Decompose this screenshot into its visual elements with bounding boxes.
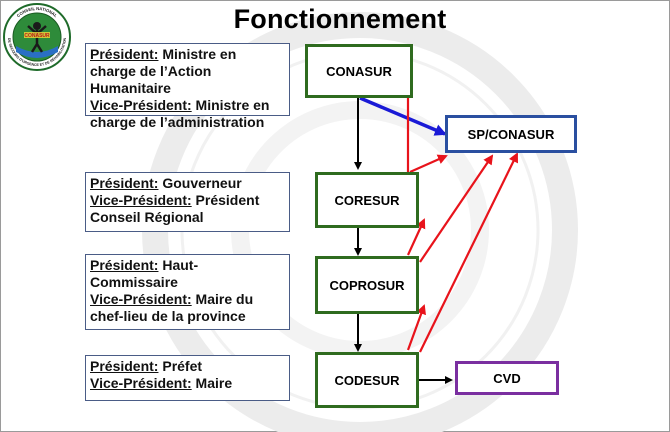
codesur-description: Président: Préfet Vice-Président: Maire [85, 355, 290, 401]
arrow-coprosur-coresur [406, 218, 426, 256]
vice-president-row: Vice-Président: Ministre en charge de l’… [90, 97, 270, 130]
node-coresur: CORESUR [315, 172, 419, 228]
president-row: Président: Ministre en charge de l’Actio… [90, 46, 237, 96]
president-row: Président: Haut-Commissaire [90, 257, 199, 290]
arrow-conasur-sp [359, 96, 447, 136]
node-coprosur: COPROSUR [315, 256, 419, 314]
arrow-coresur-sp [409, 154, 448, 174]
node-codesur: CODESUR [315, 352, 419, 408]
president-row: Président: Préfet [90, 358, 203, 374]
vice-president-row: Vice-Président: Maire [90, 375, 233, 391]
arrow-coprosur-sp [419, 154, 494, 263]
president-row: Président: Gouverneur [90, 175, 242, 191]
slide-title: Fonctionnement [233, 4, 447, 34]
node-sp-conasur: SP/CONASUR [445, 115, 577, 153]
node-conasur: CONASUR [305, 44, 413, 98]
arrow-codesur-coprosur [406, 304, 426, 351]
node-cvd: CVD [455, 361, 559, 395]
downward-arrows [354, 98, 453, 384]
conasur-logo: CONASUR CONSEIL NATIONAL DE SECOURS D'UR… [2, 2, 72, 72]
red-feedback-arrows [403, 86, 518, 353]
arrow-codesur-sp [419, 152, 518, 353]
vice-president-row: Vice-Président: Président Conseil Région… [90, 192, 260, 225]
coresur-description: Président: Gouverneur Vice-Président: Pr… [85, 172, 290, 232]
vice-president-row: Vice-Président: Maire du chef-lieu de la… [90, 291, 254, 324]
coprosur-description: Président: Haut-Commissaire Vice-Préside… [85, 254, 290, 330]
svg-text:CONASUR: CONASUR [24, 33, 50, 39]
conasur-description: Président: Ministre en charge de l’Actio… [85, 43, 290, 130]
